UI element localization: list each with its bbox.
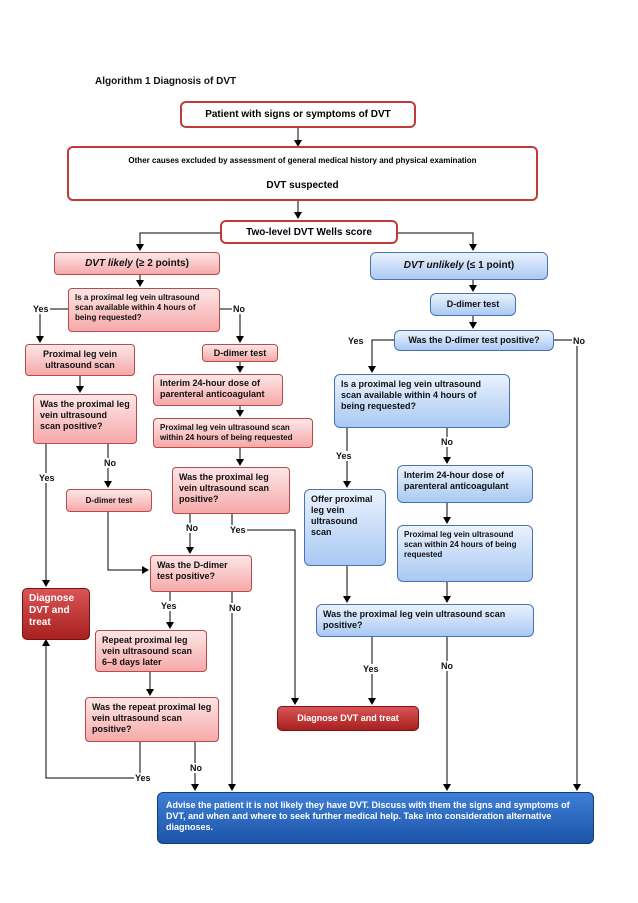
node-dvt-likely: DVT likely (≥ 2 points) (54, 252, 220, 275)
label-yes-unlikely-prox-positive: Yes (362, 664, 380, 674)
node-likely-repeat-scan: Repeat proximal leg vein ultrasound scan… (95, 630, 207, 672)
node-likely-was-repeat-positive: Was the repeat proximal leg vein ultraso… (85, 697, 219, 742)
node-unlikely-was-prox-positive: Was the proximal leg vein ultrasound sca… (316, 604, 534, 637)
node-unlikely-ddimer: D-dimer test (430, 293, 516, 316)
node-dvt-unlikely: DVT unlikely (≤ 1 point) (370, 252, 548, 280)
label-yes-prox-positive: Yes (38, 473, 56, 483)
node-other-causes-group: Other causes excluded by assessment of g… (67, 146, 538, 201)
diagram-title: Algorithm 1 Diagnosis of DVT (95, 76, 237, 87)
node-diagnose-center: Diagnose DVT and treat (277, 706, 419, 731)
node-likely-was-ddimer-positive: Was the D-dimer test positive? (150, 555, 252, 592)
node-likely-ddimer-left: D-dimer test (66, 489, 152, 512)
node-signs: Patient with signs or symptoms of DVT (180, 101, 416, 128)
node-wells: Two-level DVT Wells score (220, 220, 398, 244)
node-likely-interim: Interim 24-hour dose of parenteral antic… (153, 374, 283, 406)
label-yes-unlikely-us-available: Yes (335, 451, 353, 461)
label-no-us-available: No (232, 304, 246, 314)
label-no-prox-positive: No (103, 458, 117, 468)
dvt-likely-label: DVT likely (85, 258, 133, 269)
node-likely-us-available: Is a proximal leg vein ultrasound scan a… (68, 288, 220, 332)
dvt-unlikely-points: (≤ 1 point) (463, 260, 515, 271)
label-yes-ddimer-positive: Yes (160, 601, 178, 611)
node-other-causes: Other causes excluded by assessment of g… (128, 156, 477, 165)
node-unlikely-prox-24h: Proximal leg vein ultrasound scan within… (397, 525, 533, 582)
label-no-unlikely-ddimer: No (572, 336, 586, 346)
node-dvt-suspected: DVT suspected (266, 180, 339, 191)
label-no-prox-positive-mid: No (185, 523, 199, 533)
node-likely-was-prox-positive-mid: Was the proximal leg vein ultrasound sca… (172, 467, 290, 514)
node-advise: Advise the patient it is not likely they… (157, 792, 594, 844)
label-no-unlikely-us-available: No (440, 437, 454, 447)
node-unlikely-interim: Interim 24-hour dose of parenteral antic… (397, 465, 533, 503)
label-yes-prox-positive-mid: Yes (229, 525, 247, 535)
dvt-likely-points: (≥ 2 points) (132, 258, 189, 269)
node-unlikely-offer-scan: Offer proximal leg vein ultrasound scan (304, 489, 386, 566)
label-no-ddimer-positive: No (228, 603, 242, 613)
node-likely-diagnose-left: Diagnose DVT and treat (22, 588, 90, 640)
label-no-repeat-positive: No (189, 763, 203, 773)
node-likely-was-prox-positive: Was the proximal leg vein ultrasound sca… (33, 394, 137, 444)
label-yes-unlikely-ddimer: Yes (347, 336, 365, 346)
node-likely-ddimer-mid: D-dimer test (202, 344, 278, 362)
node-likely-prox-24h: Proximal leg vein ultrasound scan within… (153, 418, 313, 448)
node-unlikely-was-ddimer-positive: Was the D-dimer test positive? (394, 330, 554, 351)
dvt-unlikely-label: DVT unlikely (403, 260, 464, 271)
label-yes-us-available: Yes (32, 304, 50, 314)
node-unlikely-us-available: Is a proximal leg vein ultrasound scan a… (334, 374, 510, 428)
node-likely-prox-scan: Proximal leg vein ultrasound scan (25, 344, 135, 376)
label-no-unlikely-prox-positive: No (440, 661, 454, 671)
label-yes-repeat-positive: Yes (134, 773, 152, 783)
